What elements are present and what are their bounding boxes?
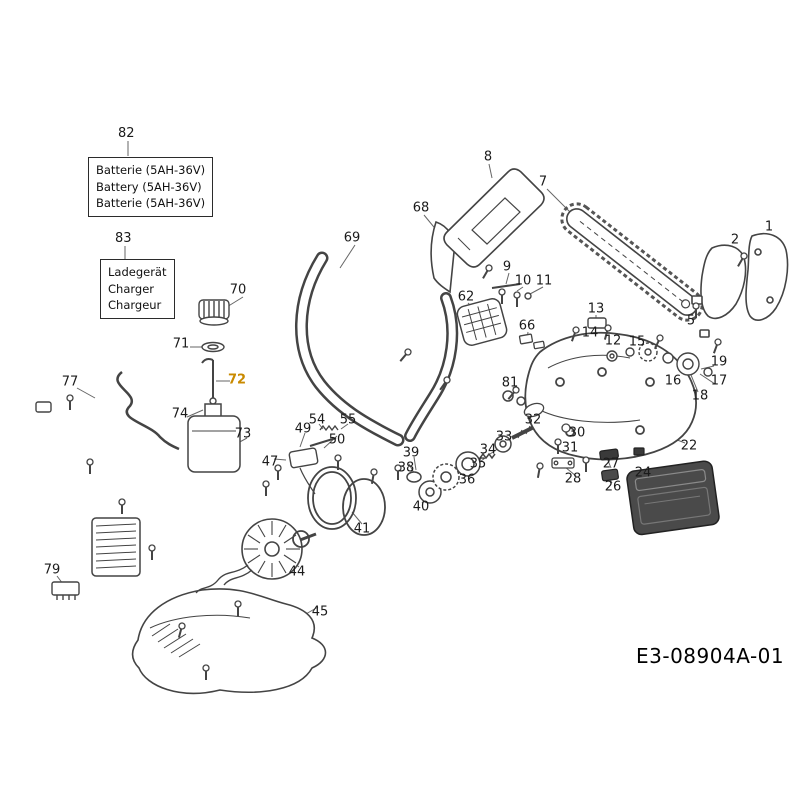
- charger-connector: [51, 581, 80, 600]
- oil-tank: [187, 403, 241, 473]
- sprocket-cover: [443, 168, 545, 268]
- sprocket-parts-row: [587, 317, 713, 377]
- switch-assembly: [288, 424, 339, 495]
- bracket-parts: [518, 333, 575, 469]
- saw-chain: [560, 202, 704, 322]
- battery-pack: [626, 460, 720, 536]
- charger-label-line-en: Charger: [108, 281, 154, 296]
- electronic-parts: [599, 447, 645, 482]
- oil-cap-gasket: [201, 341, 225, 353]
- charger-block: [91, 517, 141, 577]
- battery-label-line-de: Batterie (5AH-36V): [96, 163, 206, 177]
- oil-hose: [35, 371, 180, 451]
- front-handle-tube: [295, 251, 405, 447]
- guide-bar-and-chain: [560, 202, 704, 322]
- charger-box-number: 83: [115, 231, 132, 246]
- ring-gear: [292, 466, 386, 548]
- oil-dipstick: [201, 358, 217, 405]
- bottom-housing: [131, 588, 327, 695]
- handle-shell-right: [691, 232, 789, 338]
- motor: [195, 518, 317, 594]
- battery-label-box: Batterie (5AH-36V) Battery (5AH-36V) Bat…: [88, 157, 214, 218]
- charger-label-line-fr: Chargeur: [108, 298, 162, 313]
- battery-label-line-en: Battery (5AH-36V): [96, 179, 202, 194]
- diagram-code: E3-08904A-01: [636, 644, 785, 668]
- charger-label-box: Ladegerät Charger Chargeur: [100, 259, 175, 320]
- battery-box-number: 82: [118, 126, 135, 141]
- rear-handle-tube: [404, 292, 459, 442]
- air-filter-box: [456, 298, 508, 346]
- battery-label-line-fr: Batterie (5AH-36V): [96, 196, 206, 211]
- chain-tensioner: [491, 283, 532, 300]
- charger-label-line-de: Ladegerät: [108, 265, 167, 279]
- oil-cap: [198, 299, 230, 326]
